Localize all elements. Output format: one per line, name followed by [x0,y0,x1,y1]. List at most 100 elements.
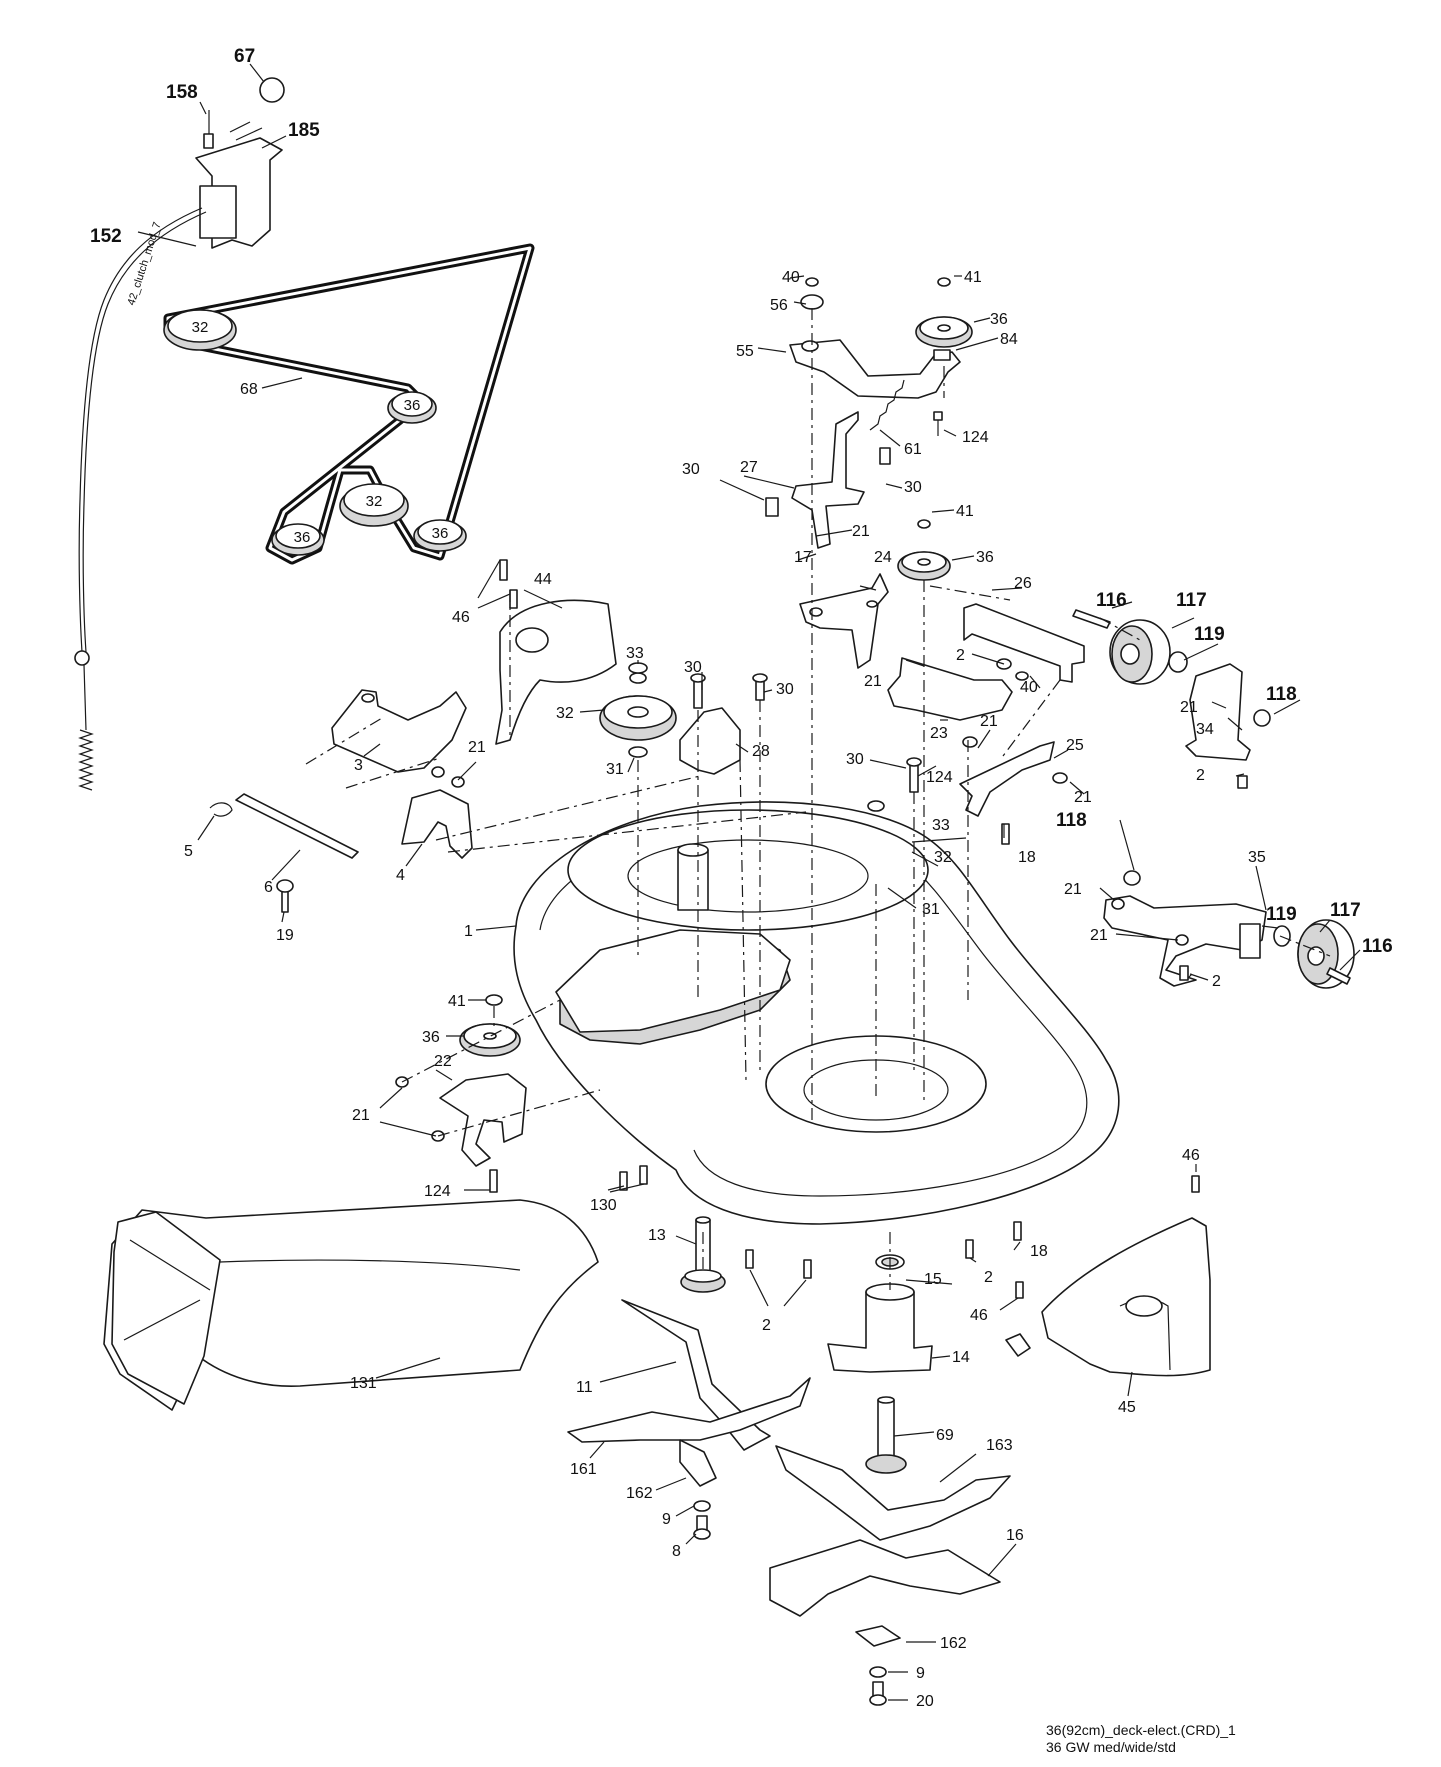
label-162-left: 162 [626,1485,653,1502]
label-44: 44 [534,571,552,588]
label-116-top: 116 [1096,590,1127,611]
label-35: 35 [1248,849,1266,866]
part-5-clip [209,802,233,817]
label-36-idler-mid: 36 [976,549,994,566]
label-15: 15 [924,1271,942,1288]
label-21-lower: 21 [1064,881,1082,898]
label-14: 14 [952,1349,970,1366]
label-22: 22 [434,1053,452,1070]
part-116-bolt-lower [1326,967,1351,985]
label-34: 34 [1196,721,1214,738]
gauge-wheel-lower [1103,870,1355,989]
label-30-center: 30 [684,659,702,676]
part-20-bolt [872,1681,884,1697]
assembly-centerlines [305,308,1331,1290]
part-34-bracket [1185,663,1251,761]
label-32-right-pulley: 32 [934,849,952,866]
label-21-lower-b: 21 [1090,927,1108,944]
belt-pulleys [163,309,467,556]
label-21-left: 21 [468,739,486,756]
label-4: 4 [396,867,405,884]
part-118-nut [1253,709,1271,727]
label-3: 3 [354,757,363,774]
clutch-bracket-assembly [195,77,285,249]
part-152-clutch-cable [74,207,207,791]
label-84: 84 [1000,331,1018,348]
label-24: 24 [874,549,892,566]
part-9-washer-right [869,1666,887,1678]
part-24-arm [799,573,889,669]
label-21-mid: 21 [864,673,882,690]
diagram-caption: 36(92cm)_deck-elect.(CRD)_1 36 GW med/wi… [1046,1722,1236,1756]
label-56: 56 [770,297,788,314]
label-131: 131 [350,1375,377,1392]
label-36-idler-top: 36 [990,311,1008,328]
label-40-mid: 40 [1020,679,1038,696]
part-163-blade [775,1445,1011,1541]
left-idler [395,994,648,1193]
label-30-left: 30 [682,461,700,478]
label-31-right: 31 [922,901,940,918]
part-28-bracket [679,707,741,775]
part-44-shield [495,599,617,745]
label-55: 55 [736,343,754,360]
label-26: 26 [1014,575,1032,592]
caption-line-1: 36(92cm)_deck-elect.(CRD)_1 [1046,1722,1236,1738]
label-21-idler: 21 [352,1107,370,1124]
part-11-blade-left [621,1299,771,1451]
part-26-bar [963,603,1085,683]
part-55-idler-arm [789,339,961,399]
label-28: 28 [752,743,770,760]
label-67: 67 [234,46,255,67]
label-17: 17 [794,549,812,566]
part-119-washer [1168,651,1188,673]
label-46-right: 46 [1182,1147,1200,1164]
label-21-bracket: 21 [1074,789,1092,806]
label-130: 130 [590,1197,617,1214]
label-2-lower: 2 [1212,973,1221,990]
part-67-cap [259,77,285,103]
label-25: 25 [1066,737,1084,754]
part-69-shaft [877,1399,895,1461]
label-11: 11 [576,1379,593,1396]
label-1: 1 [464,923,473,940]
label-30-bolt: 30 [846,751,864,768]
label-41-mid: 41 [956,503,974,520]
label-119-lower: 119 [1266,904,1297,925]
label-40: 40 [782,269,800,286]
label-32-center: 32 [366,493,383,510]
part-33-nut [629,672,647,684]
part-119-washer-lower [1273,925,1291,947]
label-23: 23 [930,725,948,742]
label-8: 8 [672,1543,681,1560]
leader-lines [137,63,1361,1701]
part-3-bracket [331,689,467,773]
label-46-bottom: 46 [970,1307,988,1324]
label-33-right: 33 [932,817,950,834]
part-23-plate [887,657,1013,721]
label-68: 68 [240,381,258,398]
label-69: 69 [936,1427,954,1444]
part-4-bracket [401,789,473,859]
label-2-mid: 2 [956,647,965,664]
label-41: 41 [964,269,982,286]
label-5: 5 [184,843,193,860]
label-27: 27 [740,459,758,476]
part-6-rod [235,793,359,859]
label-36-bottom-left: 36 [294,529,311,546]
part-31-washer [628,746,648,758]
label-162-right: 162 [940,1635,967,1652]
part-162-plate-right [855,1625,901,1647]
label-41-left: 41 [448,993,466,1010]
left-hanger-brackets [209,599,617,913]
part-22-bracket [439,1073,527,1167]
left-spindle-blade [567,1216,811,1540]
label-119-top: 119 [1194,624,1225,645]
label-116-lower: 116 [1362,936,1393,957]
label-124-bottom: 124 [424,1183,451,1200]
label-30-right: 30 [904,479,922,496]
part-161-blade [567,1377,811,1443]
part-16-blade [769,1539,1001,1617]
label-9-left: 9 [662,1511,671,1528]
part-14-spindle-housing [827,1291,933,1373]
